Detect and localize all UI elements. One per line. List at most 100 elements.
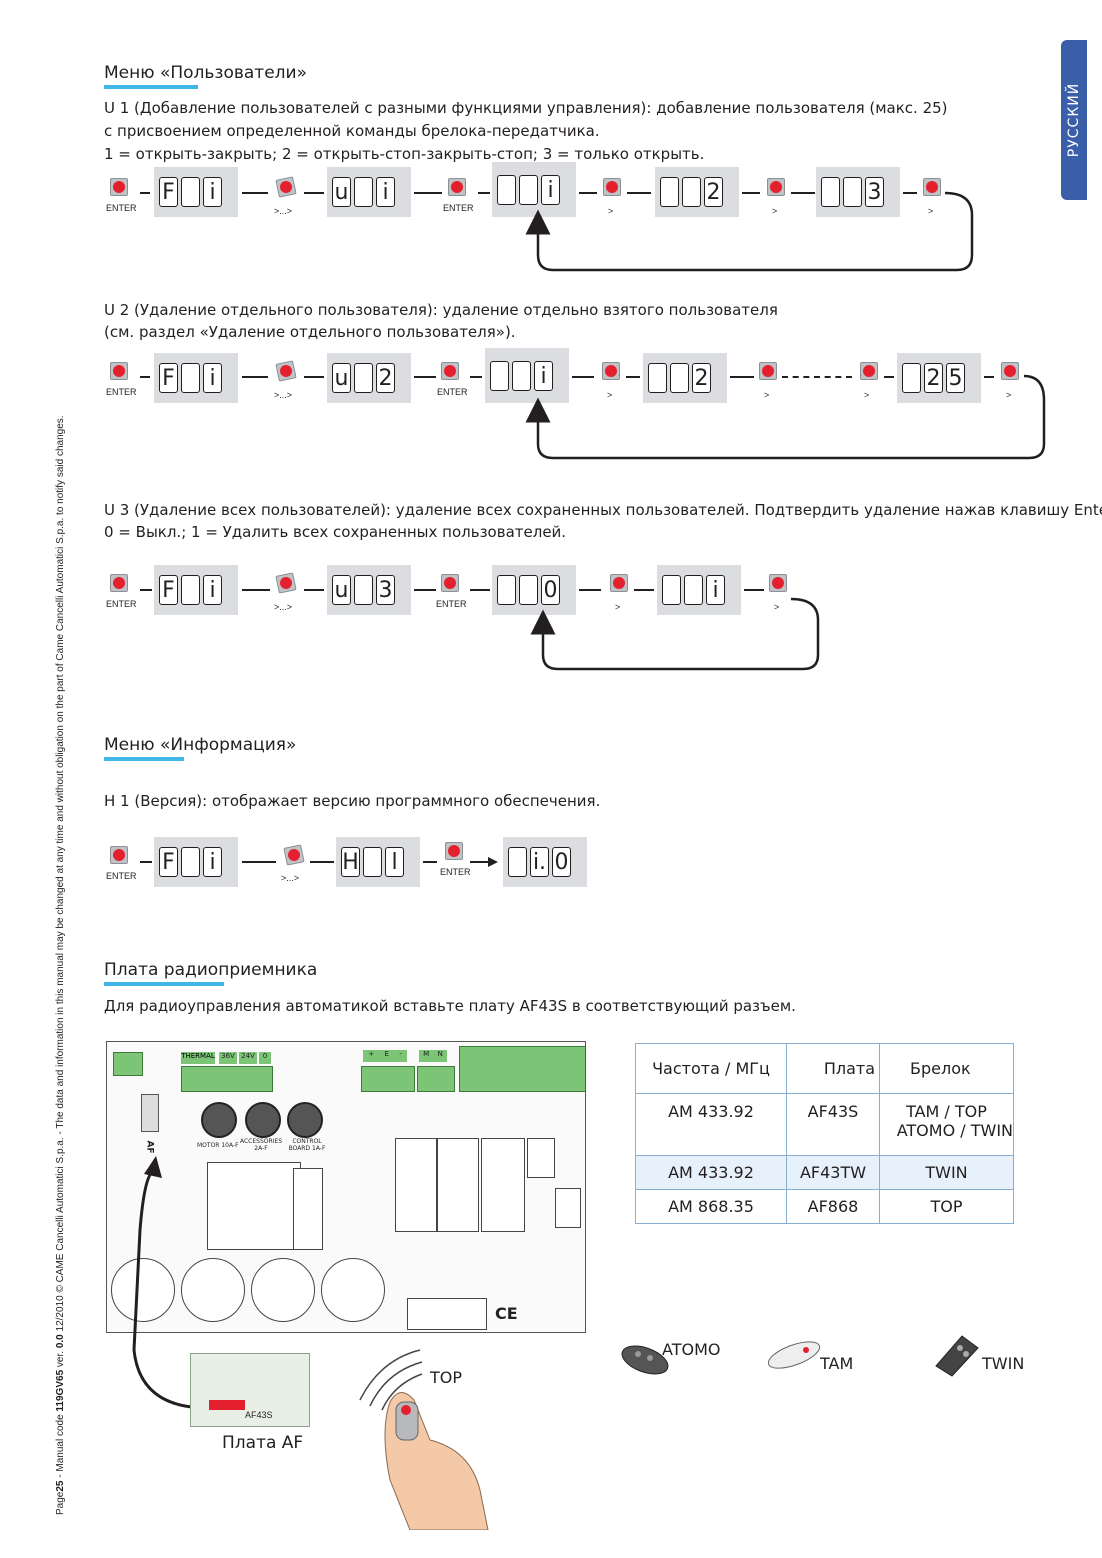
enter-button[interactable]	[448, 178, 466, 196]
motor-fuse-label: MOTOR 10A-F	[197, 1142, 239, 1149]
next-label: >	[774, 602, 780, 612]
terminal-block	[113, 1052, 143, 1076]
scroll-button[interactable]	[610, 574, 628, 592]
terminal-block	[361, 1066, 415, 1092]
next-label: >	[615, 602, 621, 612]
table-row: AM 868.35 AF868 TOP	[635, 1189, 1014, 1224]
next-label: >	[764, 390, 770, 400]
language-tab[interactable]: РУССКИЙ	[1061, 40, 1087, 200]
h1-text: H 1 (Версия): отображает версию программ…	[104, 792, 601, 810]
display-blank-2: 2	[643, 353, 727, 403]
scroll-button[interactable]	[1001, 362, 1019, 380]
component	[293, 1168, 323, 1250]
connector	[742, 192, 760, 194]
display-blank-2: 2	[655, 167, 739, 217]
fuse-control	[287, 1102, 323, 1138]
connector	[470, 589, 490, 591]
u2-line-1: U 2 (Удаление отдельного пользователя): …	[104, 301, 778, 319]
control-board-diagram: AF THERMAL 36V 24V 0 MOTOR 10A-F ACCESSO…	[106, 1041, 586, 1333]
next-label: >	[864, 390, 870, 400]
tam-remote-icon	[767, 1341, 821, 1369]
atomo-label: ATOMO	[662, 1340, 721, 1359]
users-menu-title: Меню «Пользователи»	[104, 63, 307, 83]
terminal-block	[459, 1046, 585, 1092]
twin-remote-icon	[935, 1335, 979, 1377]
loop-arrows	[525, 191, 1046, 671]
dashed-connector	[782, 376, 852, 378]
enter-button[interactable]	[110, 362, 128, 380]
transformer	[207, 1162, 301, 1250]
radio-title: Плата радиоприемника	[104, 960, 318, 980]
display-blank-i: i	[485, 348, 569, 403]
display-blank-0: 0	[492, 565, 576, 615]
scroll-button[interactable]	[603, 178, 621, 196]
info-menu-title: Меню «Информация»	[104, 735, 297, 755]
relay	[395, 1138, 437, 1232]
capacitor	[321, 1258, 385, 1322]
connector	[791, 192, 815, 194]
u3-line-1: U 3 (Удаление всех пользователей): удале…	[104, 501, 1102, 519]
enter-label: ENTER	[443, 203, 474, 213]
ctrl-fuse-label: CONTROL BOARD 1A-F	[288, 1138, 326, 1152]
u1-line-3: 1 = открыть-закрыть; 2 = открыть-стоп-за…	[104, 145, 705, 163]
connector	[579, 589, 601, 591]
scroll-button[interactable]	[860, 362, 878, 380]
scroll-button[interactable]	[923, 178, 941, 196]
enter-button[interactable]	[110, 178, 128, 196]
u1-line-1: U 1 (Добавление пользователей с разными …	[104, 99, 948, 117]
title-underline	[104, 85, 198, 89]
u3-line-2: 0 = Выкл.; 1 = Удалить всех сохраненных …	[104, 523, 567, 541]
component	[407, 1298, 487, 1330]
scroll-button[interactable]	[602, 362, 620, 380]
next-label: >...>	[274, 390, 293, 400]
connector	[304, 376, 324, 378]
top-remote-label: TOP	[430, 1368, 463, 1387]
next-label: >...>	[274, 206, 293, 216]
connector	[634, 589, 654, 591]
relay	[481, 1138, 525, 1232]
power-label: +E-	[363, 1050, 407, 1062]
twin-label: TWIN	[982, 1354, 1025, 1373]
acc-fuse-label: ACCESSORIES 2A-F	[239, 1138, 283, 1152]
table-header: Брелок	[879, 1043, 1014, 1094]
connector	[470, 376, 482, 378]
zero-label: 0	[259, 1052, 271, 1064]
connector	[903, 192, 917, 194]
display-blank-i: i	[657, 565, 741, 615]
ce-mark: CE	[495, 1304, 518, 1323]
connector	[579, 192, 597, 194]
connector	[242, 192, 268, 194]
connector	[984, 376, 994, 378]
relay	[437, 1138, 479, 1232]
v24-label: 24V	[239, 1052, 257, 1064]
enter-button[interactable]	[441, 574, 459, 592]
enter-button[interactable]	[441, 362, 459, 380]
connector	[304, 589, 324, 591]
enter-label: ENTER	[106, 599, 137, 609]
next-label: >	[772, 206, 778, 216]
scroll-button[interactable]	[769, 574, 787, 592]
connector	[140, 589, 152, 591]
capacitor	[181, 1258, 245, 1322]
enter-button[interactable]	[445, 842, 463, 860]
enter-label: ENTER	[436, 599, 467, 609]
scroll-button[interactable]	[283, 844, 305, 866]
terminal-block	[417, 1066, 455, 1092]
enter-button[interactable]	[110, 574, 128, 592]
connector	[140, 861, 152, 863]
scroll-button[interactable]	[767, 178, 785, 196]
connector	[310, 861, 334, 863]
connector	[572, 376, 594, 378]
next-label: >	[928, 206, 934, 216]
scroll-button[interactable]	[759, 362, 777, 380]
af-chip-label: AF43S	[245, 1410, 273, 1420]
tam-label: TAM	[820, 1354, 854, 1373]
enter-button[interactable]	[110, 846, 128, 864]
enter-label: ENTER	[440, 867, 471, 877]
next-label: >	[608, 206, 614, 216]
